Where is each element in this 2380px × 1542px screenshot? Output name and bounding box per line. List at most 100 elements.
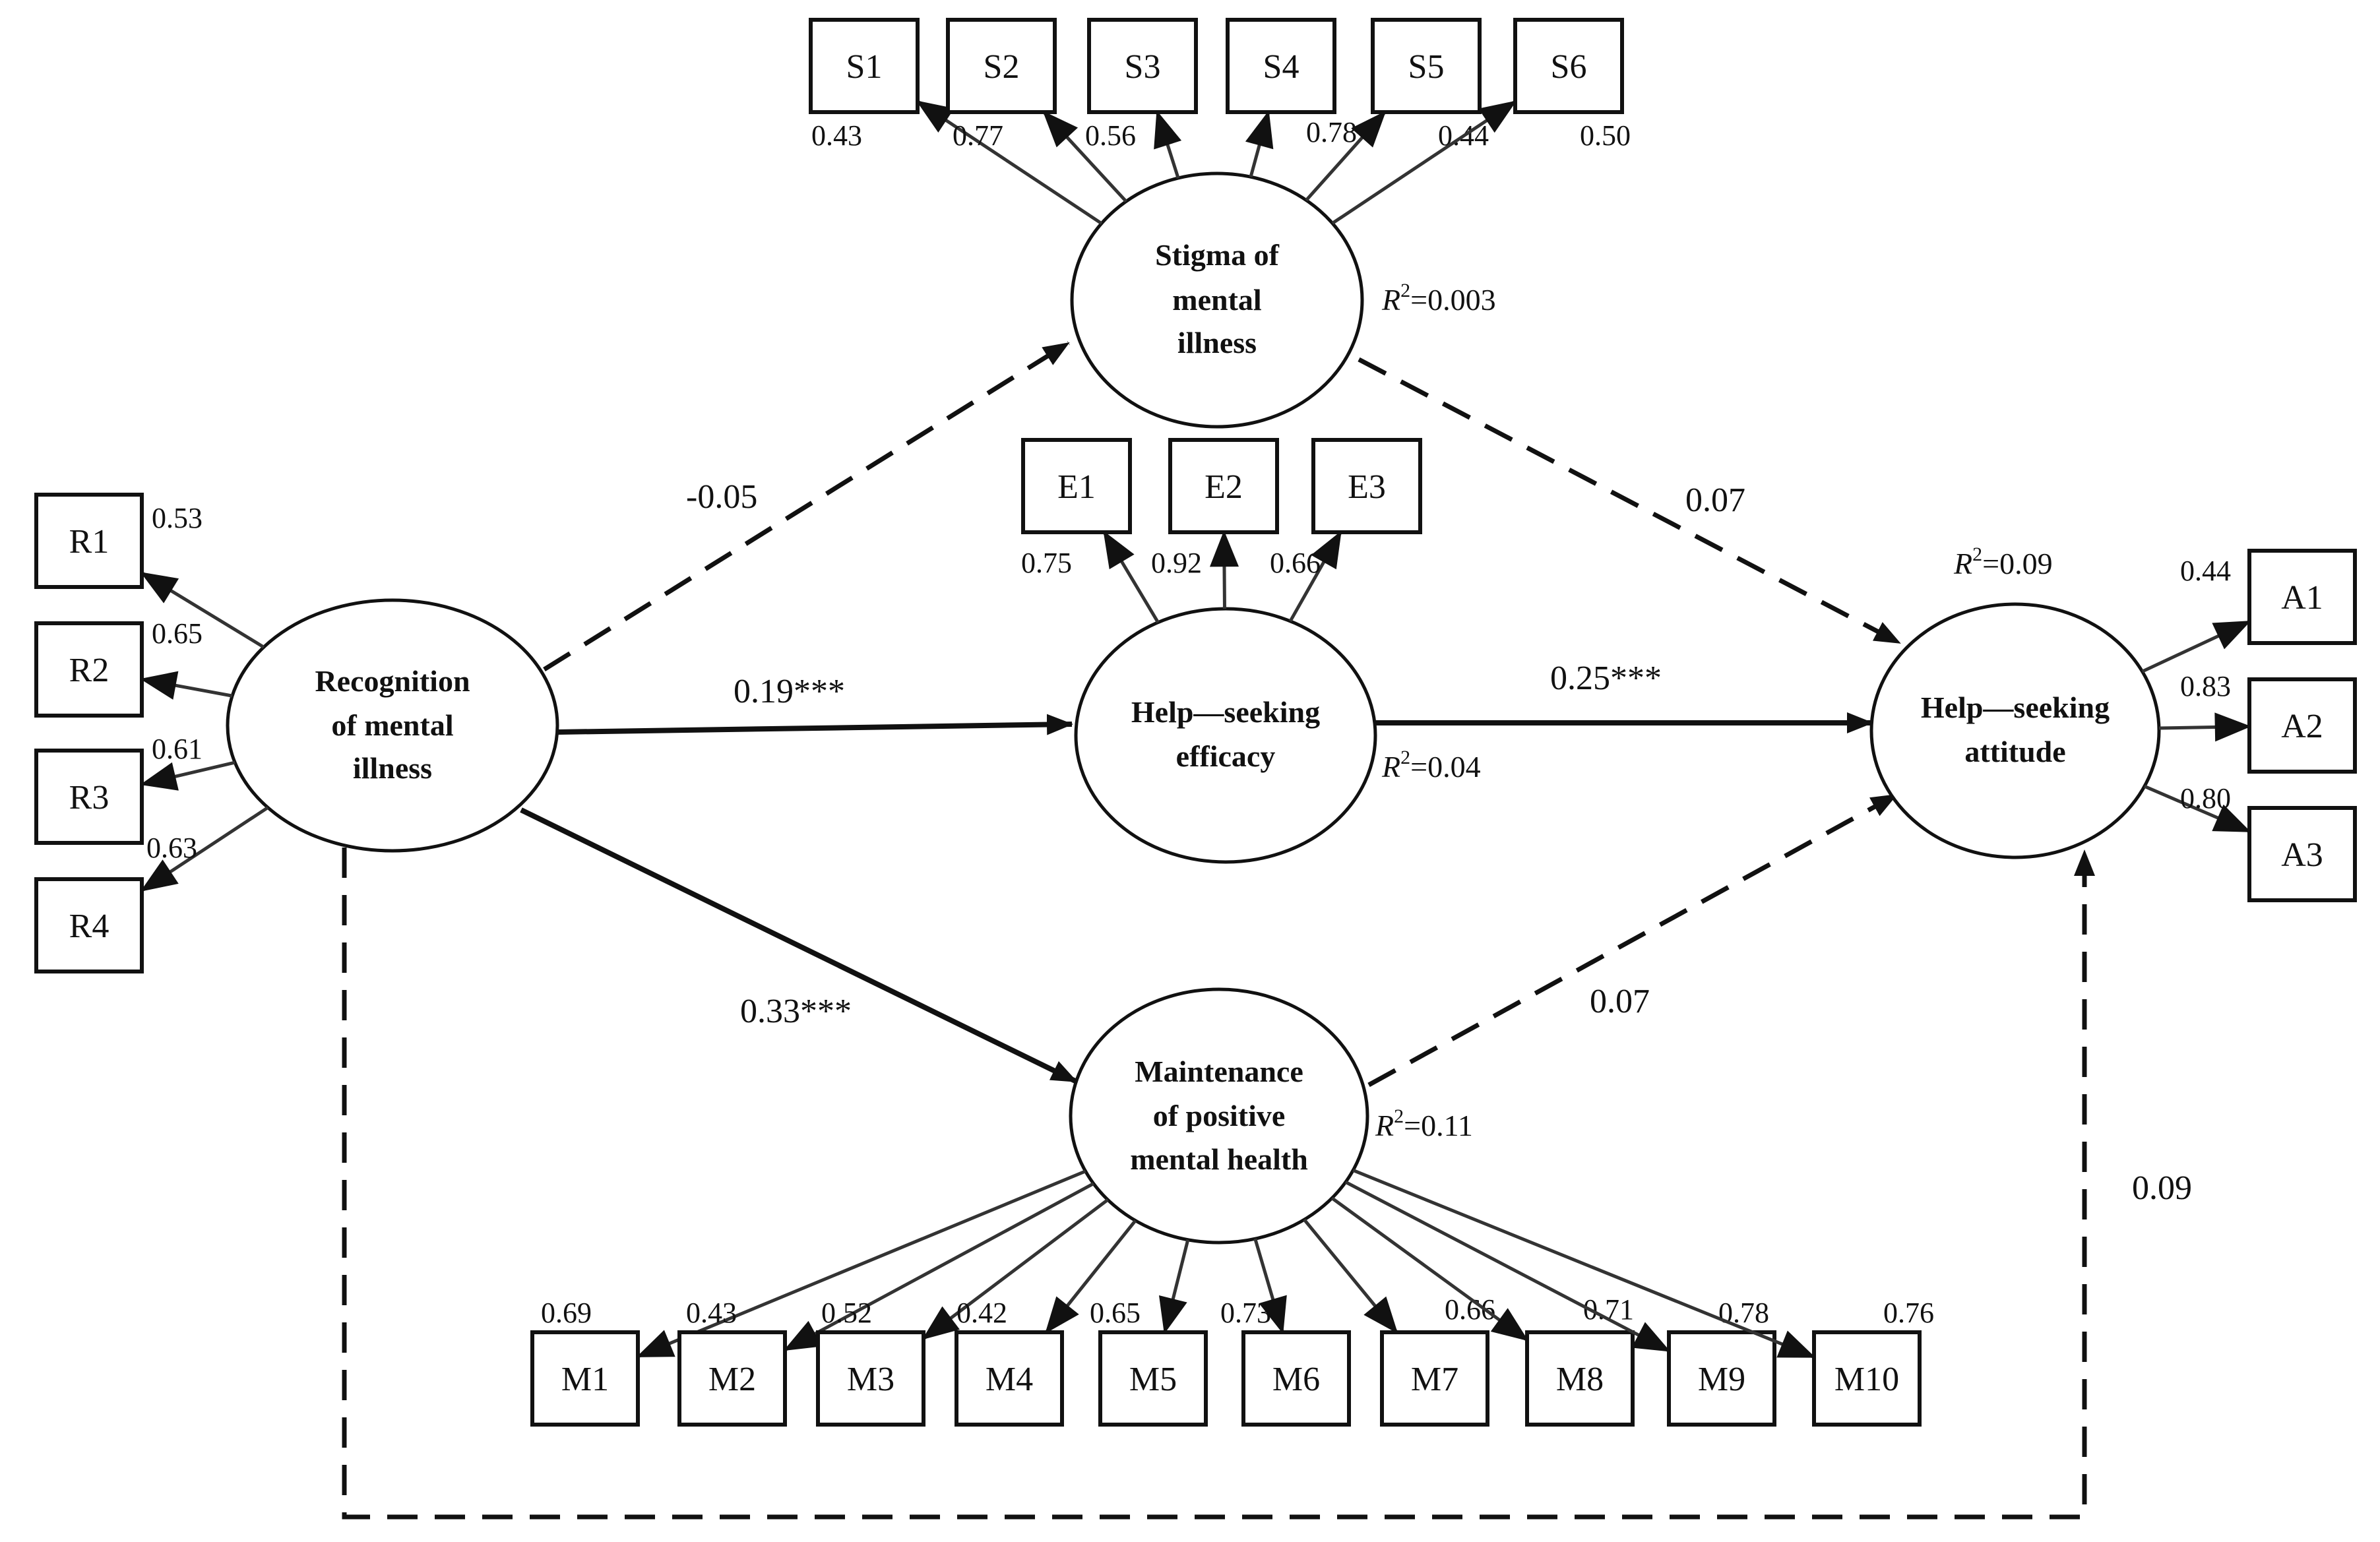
latent-maintenance: Maintenance of positive mental health <box>1069 987 1369 1245</box>
latent-recognition-line-3: illness <box>353 751 432 785</box>
indicator-box-a2 <box>2247 677 2357 774</box>
r2-efficacy: R2=0.04 <box>1381 747 1481 784</box>
loading-value-s1: 0.43 <box>811 119 862 152</box>
loading-value-s4: 0.78 <box>1306 116 1357 148</box>
indicator-box-m7 <box>1380 1330 1489 1427</box>
indicator-box-m6 <box>1241 1330 1351 1427</box>
indicator-label-s3: S3 <box>1125 48 1161 86</box>
loading-arrow-s3 <box>1154 110 1182 179</box>
indicator-label-r2: R2 <box>69 652 110 689</box>
latent-attitude: Help—seeking attitude <box>1869 602 2161 859</box>
loading-value-r2: 0.65 <box>152 617 203 650</box>
indicator-box-m10 <box>1812 1330 1922 1427</box>
indicator-box-s1 <box>809 18 920 114</box>
coef-recognition-efficacy: 0.19*** <box>734 673 845 710</box>
loading-arrow-a2 <box>2158 712 2251 742</box>
indicator-box-r2 <box>34 621 144 718</box>
indicator-box-m8 <box>1525 1330 1635 1427</box>
loading-value-s3: 0.56 <box>1085 119 1136 152</box>
coef-recognition-attitude: 0.09 <box>2132 1169 2192 1207</box>
indicator-box-m3 <box>816 1330 925 1427</box>
latent-efficacy-line-1: Help—seeking <box>1131 695 1320 729</box>
latent-attitude-line-2: attitude <box>1964 735 2065 768</box>
indicator-label-a3: A3 <box>2281 836 2323 874</box>
indicator-label-a2: A2 <box>2281 708 2323 745</box>
loading-arrow-r1 <box>140 571 265 649</box>
indicator-box-m2 <box>677 1330 787 1427</box>
coef-recognition-maintenance: 0.33*** <box>740 993 852 1030</box>
loading-arrow-m6 <box>1253 1238 1287 1334</box>
indicator-box-s3 <box>1087 18 1198 114</box>
indicator-layer: S10.43S20.77S30.56S40.78S50.44S60.50E10.… <box>34 18 2357 1427</box>
loading-value-m9: 0.78 <box>1718 1297 1769 1329</box>
loading-arrow-m3 <box>922 1198 1109 1340</box>
latent-stigma-line-2: mental <box>1172 283 1261 317</box>
indicator-box-m9 <box>1667 1330 1776 1427</box>
loading-value-s2: 0.77 <box>953 119 1003 152</box>
latent-maintenance-line-2: of positive <box>1153 1099 1286 1132</box>
latent-efficacy: Help—seeking efficacy <box>1074 607 1377 864</box>
path-recognition-stigma <box>543 341 1070 671</box>
loading-value-r4: 0.63 <box>146 832 197 864</box>
loading-arrow-r4 <box>140 806 269 892</box>
loading-arrow-m7 <box>1303 1218 1398 1334</box>
loading-arrow-m8 <box>1331 1196 1529 1342</box>
indicator-label-s6: S6 <box>1551 48 1587 86</box>
indicator-box-e1 <box>1021 438 1132 534</box>
loading-value-r3: 0.61 <box>152 733 203 765</box>
loading-arrow-r2 <box>140 671 233 700</box>
indicator-label-s4: S4 <box>1263 48 1300 86</box>
loading-value-e3: 0.66 <box>1270 547 1321 579</box>
indicator-label-m9: M9 <box>1698 1361 1745 1398</box>
latent-stigma-line-3: illness <box>1177 326 1257 359</box>
indicator-box-m1 <box>530 1330 640 1427</box>
indicator-label-s5: S5 <box>1408 48 1445 86</box>
loading-arrow-r3 <box>140 760 235 791</box>
loading-arrow-e3 <box>1288 530 1342 623</box>
loading-value-s6: 0.50 <box>1580 119 1631 152</box>
loading-arrow-m4 <box>1044 1219 1137 1334</box>
latent-recognition-line-2: of mental <box>331 708 453 742</box>
r2-stigma: R2=0.003 <box>1381 280 1496 317</box>
indicator-box-s5 <box>1371 18 1482 114</box>
loading-arrow-m9 <box>1344 1181 1671 1353</box>
loading-value-m1: 0.69 <box>541 1297 592 1329</box>
loading-arrow-e1 <box>1102 530 1160 623</box>
loading-arrow-a3 <box>2143 784 2251 833</box>
indicator-box-m5 <box>1098 1330 1208 1427</box>
loading-arrow-m2 <box>783 1182 1094 1352</box>
loading-value-e1: 0.75 <box>1021 547 1072 579</box>
loading-value-m5: 0.65 <box>1090 1297 1141 1329</box>
indicator-label-a1: A1 <box>2281 579 2323 617</box>
loading-arrow-e2 <box>1209 530 1239 609</box>
loading-arrow-m1 <box>636 1169 1086 1359</box>
latent-recognition-line-1: Recognition <box>315 664 470 698</box>
path-maintenance-attitude <box>1367 792 1898 1088</box>
indicator-label-m7: M7 <box>1411 1361 1458 1398</box>
loading-arrow-s6 <box>1331 100 1517 225</box>
latent-stigma-line-1: Stigma of <box>1155 238 1280 272</box>
indicator-box-s2 <box>946 18 1057 114</box>
indicator-label-m5: M5 <box>1129 1361 1177 1398</box>
indicator-box-a3 <box>2247 806 2357 902</box>
indicator-label-s2: S2 <box>984 48 1020 86</box>
indicator-label-m1: M1 <box>561 1361 609 1398</box>
path-recognition-maintenance <box>520 807 1078 1084</box>
indicator-label-m3: M3 <box>847 1361 894 1398</box>
path-recognition-efficacy <box>557 714 1073 735</box>
loading-arrow-a1 <box>2141 620 2251 673</box>
indicator-label-r3: R3 <box>69 779 110 817</box>
loading-arrow-m10 <box>1352 1169 1816 1359</box>
coef-stigma-attitude: 0.07 <box>1685 481 1745 519</box>
loading-arrow-s5 <box>1305 110 1387 202</box>
loading-arrow-s2 <box>1042 110 1127 203</box>
indicator-label-m2: M2 <box>708 1361 756 1398</box>
path-recognition-attitude <box>342 848 2095 1520</box>
latent-efficacy-line-2: efficacy <box>1176 739 1276 773</box>
indicator-label-m6: M6 <box>1272 1361 1320 1398</box>
coef-recognition-stigma: -0.05 <box>686 478 757 516</box>
r2-maintenance: R2=0.11 <box>1375 1105 1473 1142</box>
loading-value-a3: 0.80 <box>2180 782 2231 815</box>
indicator-label-m10: M10 <box>1834 1361 1899 1398</box>
